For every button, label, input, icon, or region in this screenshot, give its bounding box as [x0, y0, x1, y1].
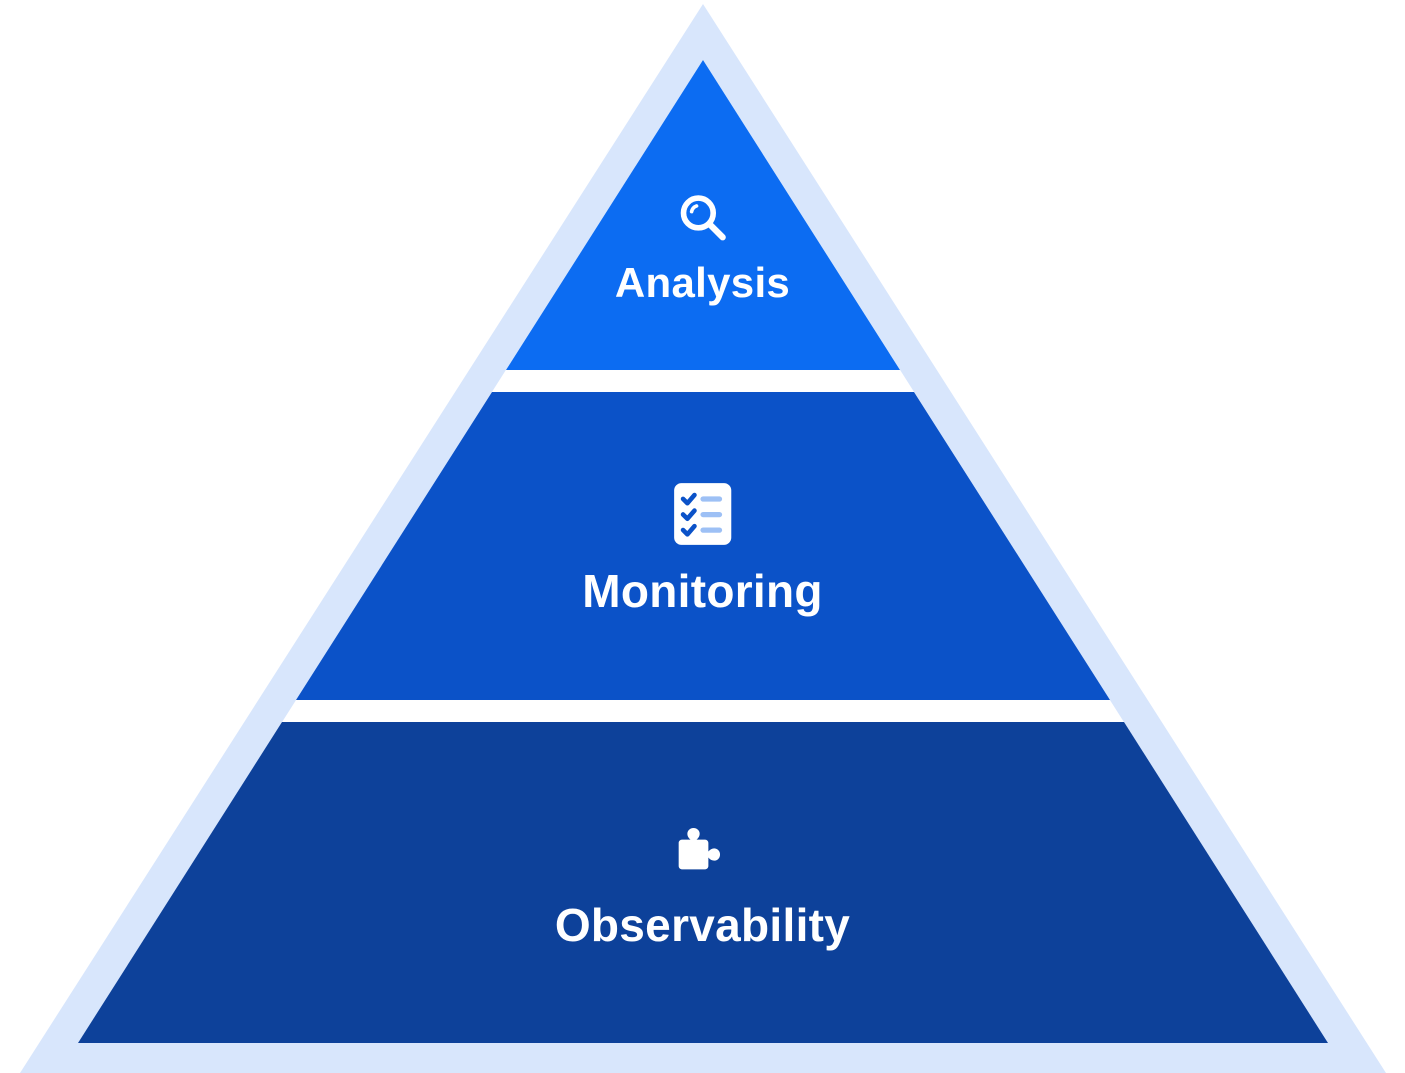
- tier-observability-content: Observability: [555, 816, 850, 948]
- checklist-lines: [700, 496, 722, 533]
- tier-observability-label: Observability: [554, 899, 851, 951]
- puzzle-icon: [678, 827, 721, 870]
- tier-analysis-label: Analysis: [614, 259, 791, 306]
- search-icon: [680, 195, 726, 241]
- checklist-icon: [673, 483, 732, 545]
- tier-monitoring-content: Monitoring: [582, 482, 823, 614]
- tier-analysis-content: Analysis: [615, 190, 790, 304]
- tier-monitoring-label: Monitoring: [582, 565, 823, 617]
- checklist-checks: [680, 492, 697, 537]
